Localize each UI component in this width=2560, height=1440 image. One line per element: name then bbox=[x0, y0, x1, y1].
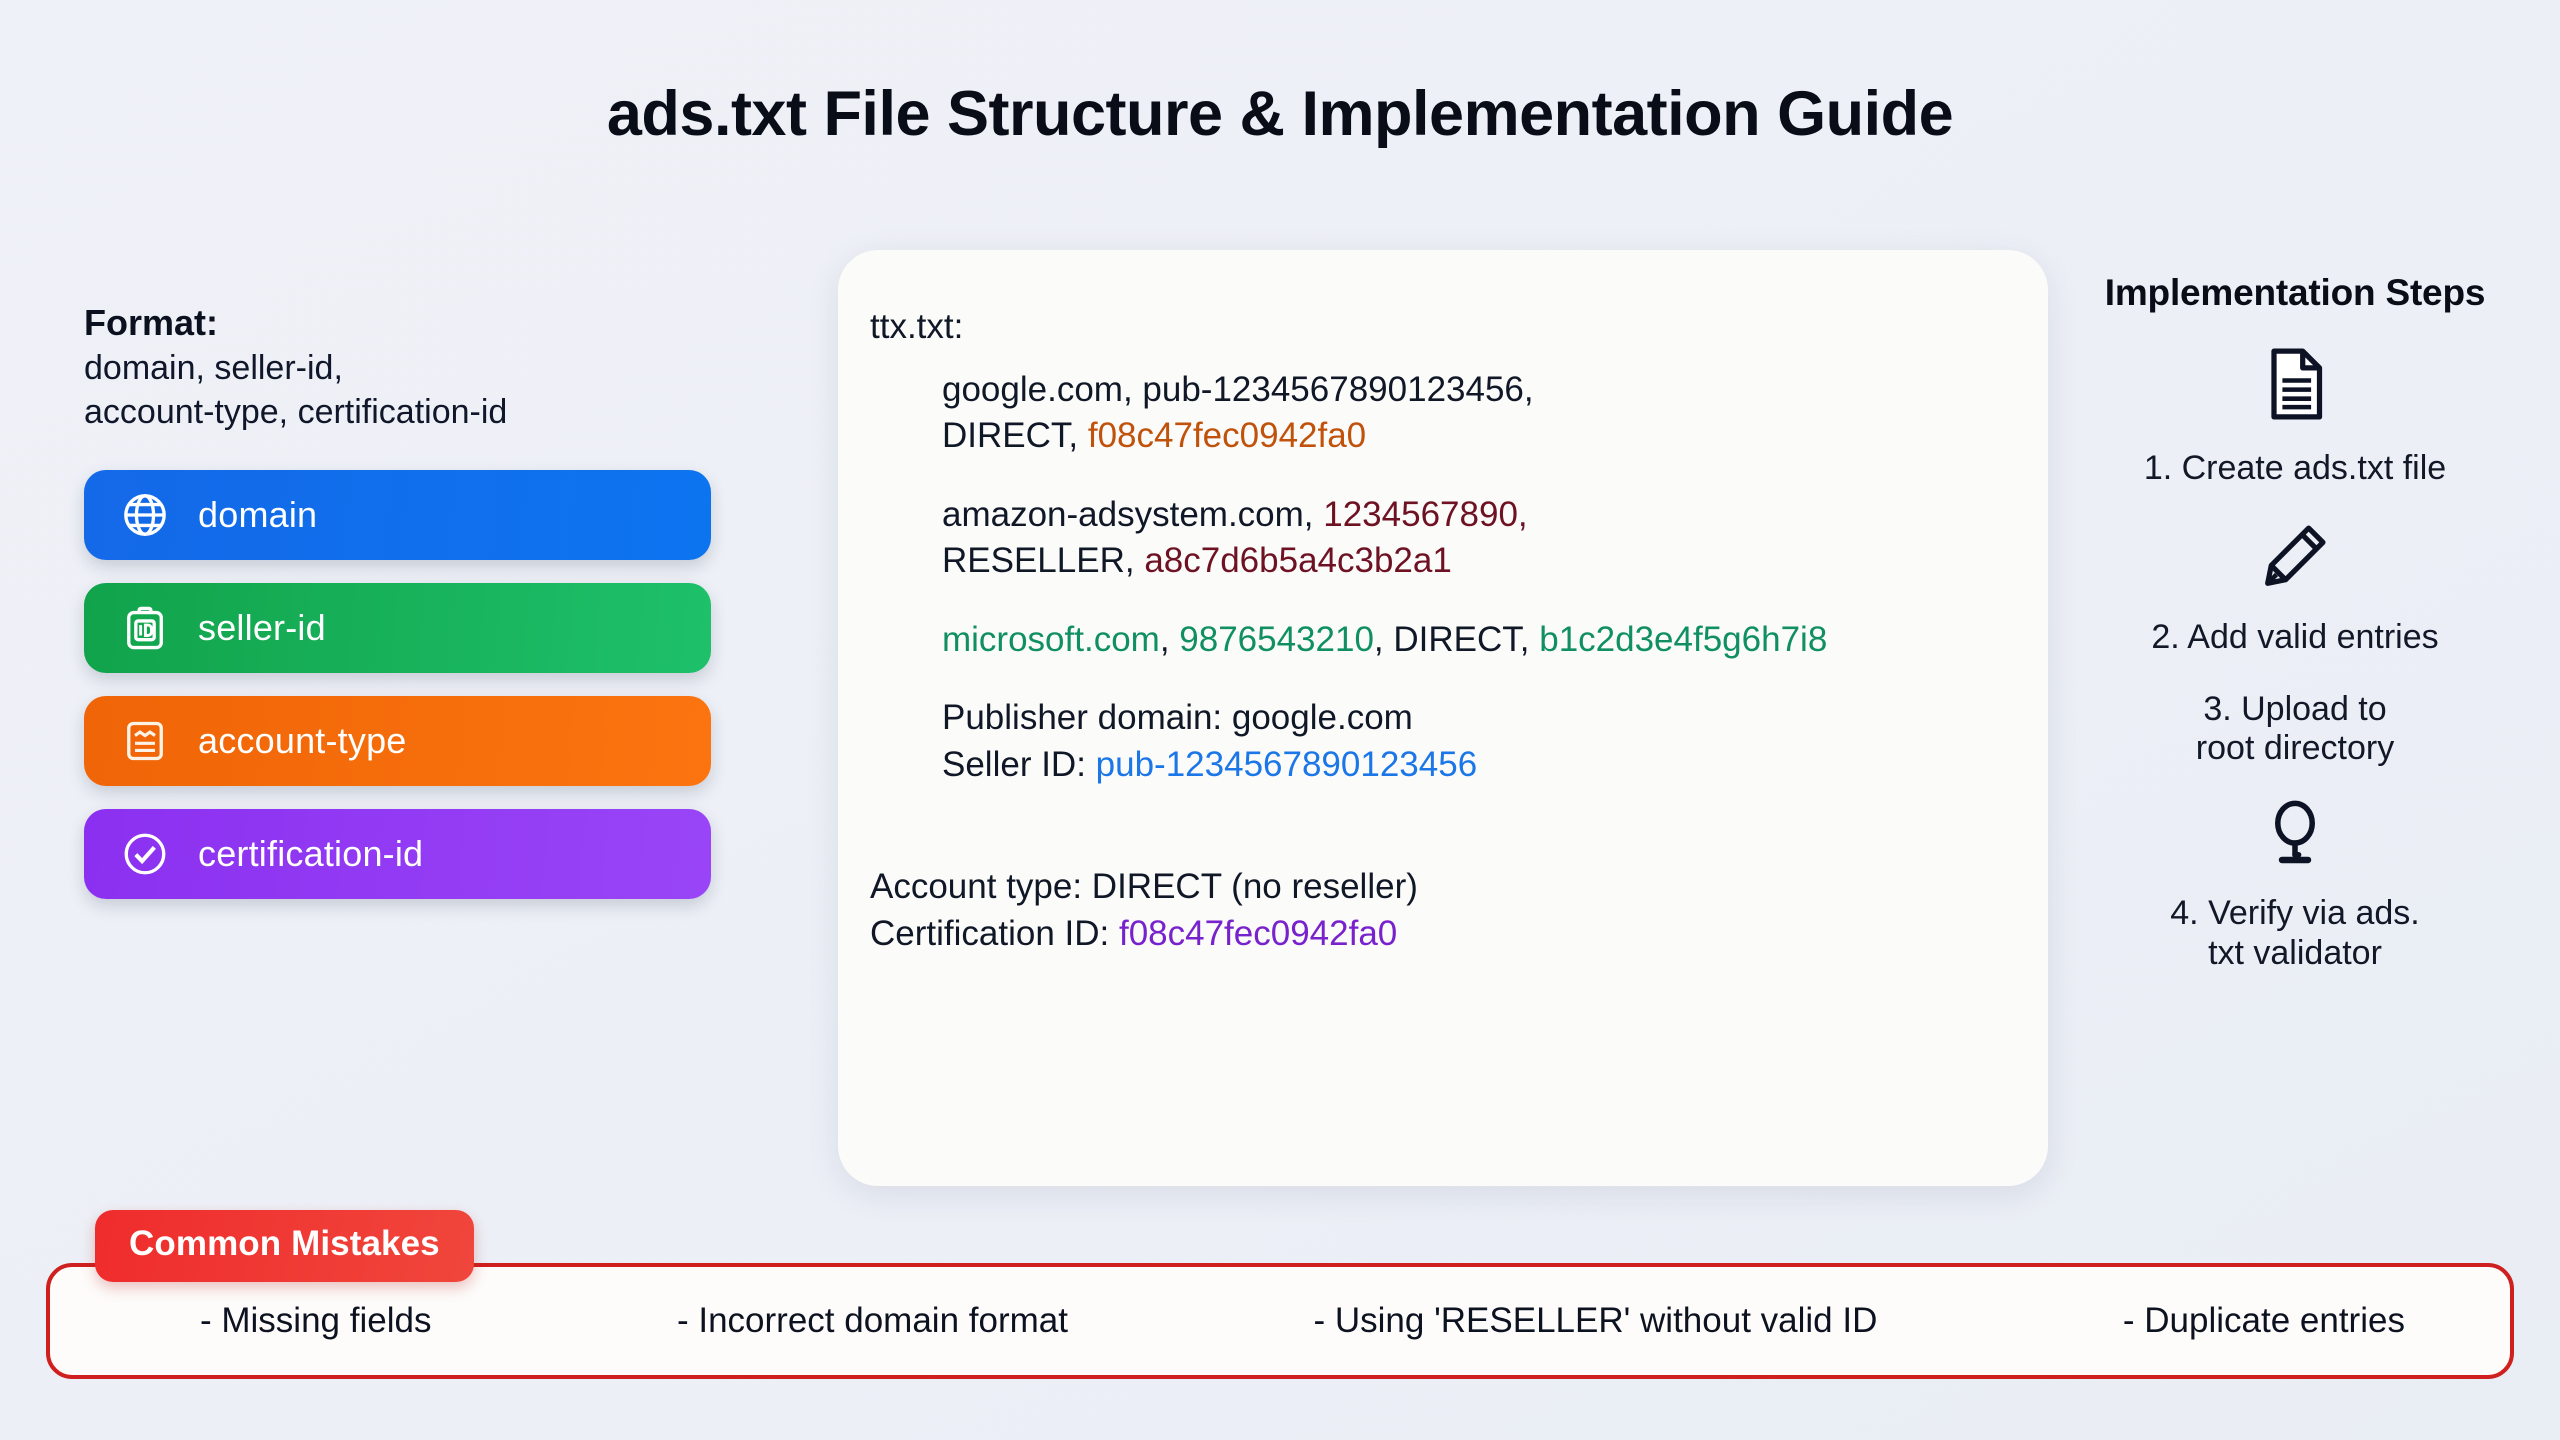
code-entry-line-2: RESELLER, a8c7d6b5a4c3b2a1 bbox=[942, 538, 2048, 585]
field-pill-label: account-type bbox=[198, 720, 407, 762]
publisher-seller-value: pub-1234567890123456 bbox=[1095, 744, 1478, 784]
step-2: 2. Add valid entries bbox=[2060, 517, 2530, 658]
check-circle-icon bbox=[120, 829, 170, 879]
code-certification-id: f08c47fec0942fa0 bbox=[1087, 416, 1367, 456]
code-certification-id: b1c2d3e4f5g6h7i8 bbox=[1539, 619, 1828, 659]
common-mistakes-list: - Missing fields - Incorrect domain form… bbox=[50, 1301, 2510, 1341]
code-entry-microsoft: microsoft.com, 9876543210, DIRECT, b1c2d… bbox=[870, 617, 2048, 664]
step-3: 3. Upload to root directory bbox=[2060, 672, 2530, 770]
footer-cert-value: f08c47fec0942fa0 bbox=[1118, 913, 1398, 953]
field-pill-domain[interactable]: domain bbox=[84, 470, 711, 561]
code-account-type: DIRECT bbox=[1393, 619, 1520, 659]
code-seller-id: 1234567890, bbox=[1323, 494, 1528, 534]
page-title: ads.txt File Structure & Implementation … bbox=[606, 79, 1954, 149]
code-entry-line-1: microsoft.com, 9876543210, DIRECT, b1c2d… bbox=[942, 617, 2048, 664]
field-pill-label: seller-id bbox=[198, 607, 326, 649]
footer-cert-label: Certification ID: bbox=[870, 913, 1119, 953]
code-separator: , bbox=[1373, 619, 1394, 659]
file-document-icon bbox=[2253, 342, 2337, 431]
code-filename: ttx.txt: bbox=[870, 307, 964, 346]
code-separator: , bbox=[1519, 619, 1540, 659]
step-1: 1. Create ads.txt file bbox=[2060, 342, 2530, 489]
publisher-domain: Publisher domain: google.com bbox=[942, 698, 1413, 738]
format-label: Format: bbox=[84, 302, 218, 343]
code-entry-line-1: google.com, pub-1234567890123456, bbox=[942, 369, 1534, 409]
code-footer-block: Account type: DIRECT (no reseller) Certi… bbox=[870, 864, 2048, 957]
code-account-type: RESELLER, bbox=[942, 541, 1145, 581]
mistake-item: - Incorrect domain format bbox=[676, 1301, 1068, 1340]
magnifier-icon bbox=[2256, 793, 2334, 876]
step-label: 4. Verify via ads. txt validator bbox=[2170, 894, 2420, 972]
format-panel: Format: domain, seller-id, account-type,… bbox=[84, 300, 724, 900]
mistake-item: - Missing fields bbox=[200, 1301, 432, 1340]
code-certification-id: a8c7d6b5a4c3b2a1 bbox=[1144, 541, 1452, 581]
field-pill-label: domain bbox=[198, 494, 318, 536]
code-domain: microsoft.com bbox=[942, 619, 1160, 659]
code-sample-card: ttx.txt: google.com, pub-123456789012345… bbox=[838, 250, 2048, 1186]
code-account-type: DIRECT, bbox=[942, 416, 1088, 456]
publisher-seller-id: Seller ID: pub-1234567890123456 bbox=[942, 742, 2048, 789]
field-pill-certification-id[interactable]: certification-id bbox=[84, 809, 711, 900]
field-pill-account-type[interactable]: account-type bbox=[84, 696, 711, 787]
step-4: 4. Verify via ads. txt validator bbox=[2060, 793, 2530, 974]
steps-title: Implementation Steps bbox=[2104, 272, 2486, 313]
common-mistakes-tag: Common Mistakes bbox=[95, 1210, 474, 1282]
implementation-steps-panel: Implementation Steps 1. Create ads.txt f… bbox=[2060, 272, 2530, 974]
mistake-item: - Using 'RESELLER' without valid ID bbox=[1313, 1301, 1878, 1340]
field-pill-label: certification-id bbox=[198, 833, 424, 875]
code-domain: amazon-adsystem.com, bbox=[942, 494, 1324, 534]
code-entry-google: google.com, pub-1234567890123456, DIRECT… bbox=[870, 367, 2048, 460]
code-entry-amazon: amazon-adsystem.com, 1234567890, RESELLE… bbox=[870, 492, 2048, 585]
id-badge-icon bbox=[120, 603, 170, 653]
field-pill-list: domain seller-id bbox=[84, 470, 724, 900]
document-icon bbox=[120, 716, 170, 766]
globe-icon bbox=[120, 490, 170, 540]
publisher-seller-label: Seller ID: bbox=[942, 744, 1096, 784]
step-label: 1. Create ads.txt file bbox=[2143, 449, 2447, 487]
code-seller-id: 9876543210 bbox=[1179, 619, 1374, 659]
step-label: 2. Add valid entries bbox=[2151, 617, 2439, 656]
field-pill-seller-id[interactable]: seller-id bbox=[84, 583, 711, 674]
common-mistakes-box: - Missing fields - Incorrect domain form… bbox=[46, 1263, 2514, 1379]
pencil-icon bbox=[2256, 517, 2334, 600]
format-line-1: domain, seller-id, bbox=[84, 349, 343, 388]
mistake-item: - Duplicate entries bbox=[2122, 1301, 2405, 1340]
code-separator: , bbox=[1159, 619, 1180, 659]
footer-certification-id: Certification ID: f08c47fec0942fa0 bbox=[870, 911, 2048, 958]
code-publisher-block: Publisher domain: google.com Seller ID: … bbox=[870, 695, 2048, 788]
code-sample-body: ttx.txt: google.com, pub-123456789012345… bbox=[838, 304, 2048, 957]
code-entry-line-2: DIRECT, f08c47fec0942fa0 bbox=[942, 413, 2048, 460]
format-line-2: account-type, certification-id bbox=[84, 393, 508, 432]
footer-account-type: Account type: DIRECT (no reseller) bbox=[870, 867, 1418, 907]
step-label: 3. Upload to root directory bbox=[2195, 689, 2395, 768]
code-entry-line-1: amazon-adsystem.com, 1234567890, bbox=[942, 492, 2048, 539]
